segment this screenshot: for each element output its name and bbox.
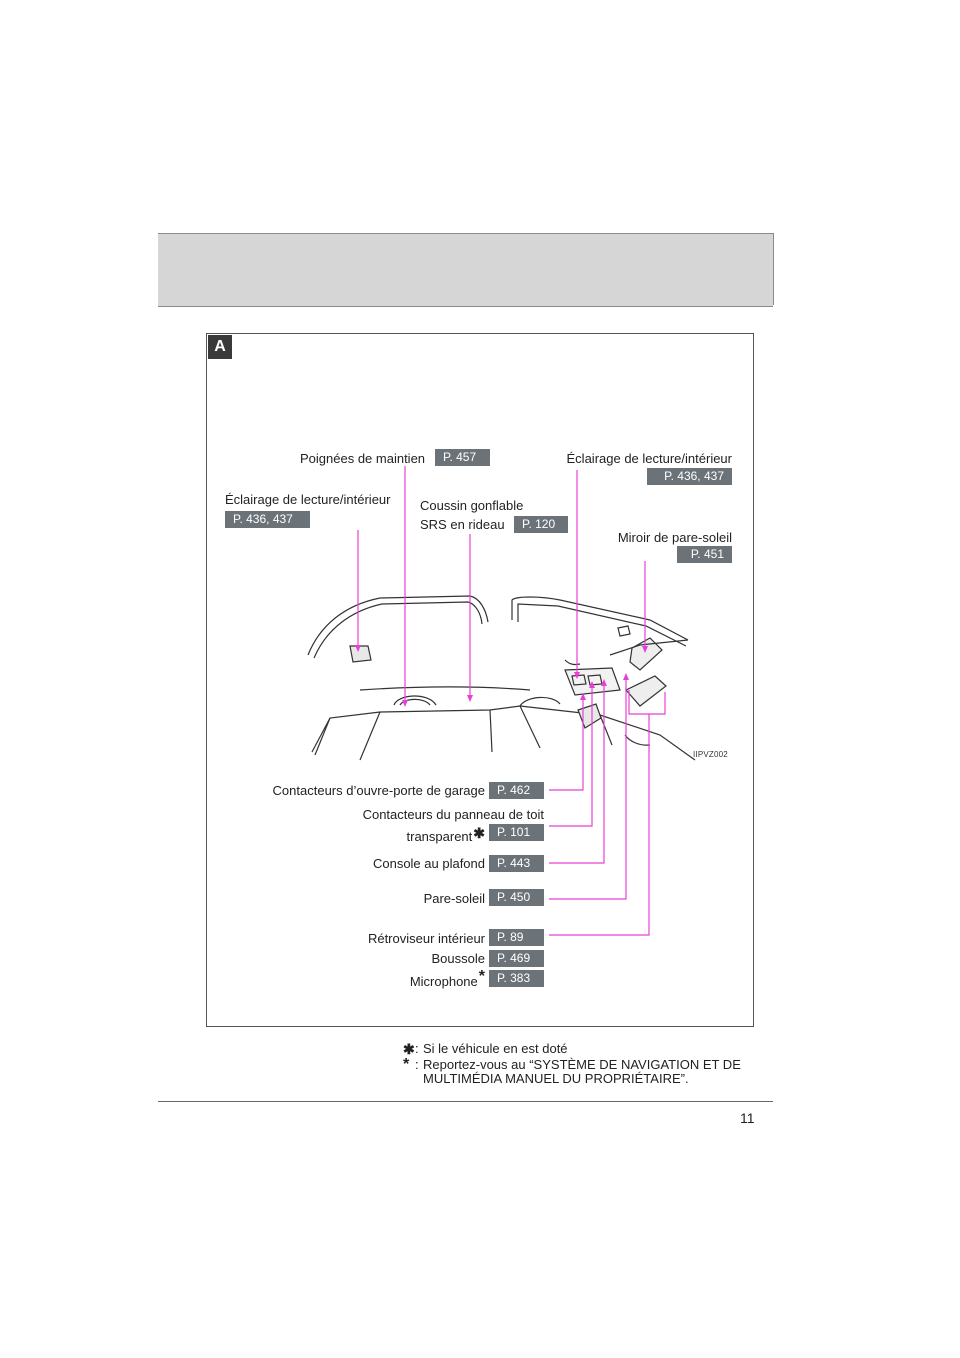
- callout-label-mirror: Rétroviseur intérieur: [367, 931, 485, 946]
- optional-star-icon: ✱: [473, 825, 485, 841]
- mirror-housing: [577, 703, 602, 729]
- callout-label-assist-grips: Poignées de maintien: [300, 451, 426, 466]
- microphone-label: Microphone: [409, 974, 478, 989]
- callout-lines: [357, 466, 666, 936]
- headliner-edge: [359, 686, 531, 691]
- callout-label-garage-door: Contacteurs d’ouvre-porte de garage: [272, 783, 485, 798]
- callout-label-moon-roof-line1: Contacteurs du panneau de toit: [362, 807, 544, 822]
- windshield-top: [311, 705, 696, 761]
- sun-visor: [625, 675, 667, 707]
- callout-label-reading-light-left: Éclairage de lecture/intérieur: [225, 492, 391, 507]
- section-tag: A: [208, 335, 232, 359]
- reading-light-left: [349, 645, 372, 663]
- callout-label-overhead-console: Console au plafond: [372, 856, 485, 871]
- roof-rail-right: [511, 596, 689, 641]
- asterisk-icon: *: [403, 1056, 410, 1073]
- ref-reading-light-right[interactable]: P. 436, 437: [647, 468, 732, 485]
- roof-rail-left: [307, 595, 489, 656]
- callout-label-sun-visor: Pare-soleil: [423, 891, 485, 906]
- callout-label-compass: Boussole: [431, 951, 485, 966]
- assist-grip: [393, 695, 437, 706]
- figure-code: IIPVZ002: [693, 750, 728, 759]
- ref-microphone[interactable]: P. 383: [489, 970, 544, 987]
- ref-overhead-console[interactable]: P. 443: [489, 855, 544, 872]
- ref-garage-door[interactable]: P. 462: [489, 782, 544, 799]
- ref-moon-roof[interactable]: P. 101: [489, 824, 544, 841]
- roof-rail-right-inner: [517, 603, 687, 647]
- callout-label-reading-light-right: Éclairage de lecture/intérieur: [566, 451, 732, 466]
- ref-sun-visor[interactable]: P. 450: [489, 889, 544, 906]
- roof-rail-left-inner: [313, 601, 483, 659]
- moon-roof-label: transparent: [406, 829, 473, 844]
- asterisk-icon: *: [478, 968, 485, 985]
- ref-compass[interactable]: P. 469: [489, 950, 544, 967]
- callout-label-microphone: Microphone*: [300, 969, 485, 990]
- section-header-band: [158, 233, 773, 307]
- optional-star-icon: ✱: [403, 1041, 415, 1057]
- callout-label-curtain-airbag-line1: Coussin gonflable: [420, 498, 524, 513]
- callout-label-vanity-mirror: Miroir de pare-soleil: [617, 530, 732, 545]
- callout-label-moon-roof-line2: transparent✱: [340, 825, 486, 845]
- callout-label-curtain-airbag-line2: SRS en rideau: [420, 517, 505, 532]
- ref-reading-light-left[interactable]: P. 436, 437: [225, 511, 310, 528]
- page-number: 11: [740, 1110, 755, 1126]
- ref-mirror[interactable]: P. 89: [489, 929, 544, 946]
- footer-rule: [158, 1101, 773, 1102]
- ref-assist-grips[interactable]: P. 457: [435, 449, 490, 466]
- ref-vanity-mirror[interactable]: P. 451: [677, 546, 732, 563]
- header-rule: [773, 233, 774, 305]
- ref-curtain-airbag[interactable]: P. 120: [514, 516, 568, 533]
- figure-frame: [206, 333, 754, 1027]
